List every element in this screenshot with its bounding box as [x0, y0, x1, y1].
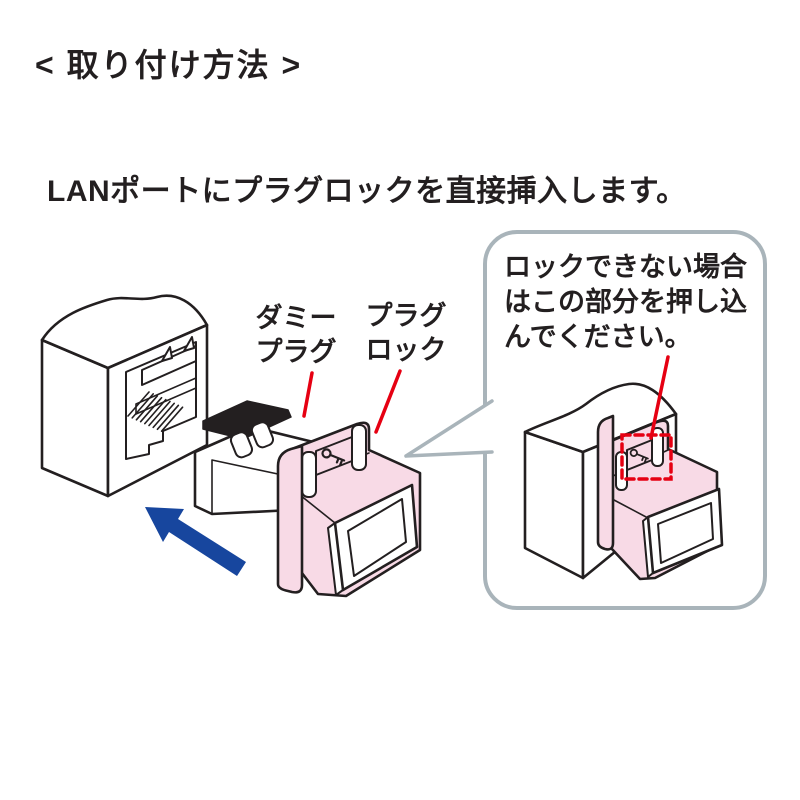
bezel-inner: [347, 498, 407, 577]
mini-port-left-face: [523, 430, 585, 580]
callout-line2: はこの部分を押し込: [504, 287, 747, 317]
bezel-outer: [333, 483, 419, 592]
lock-pin-right: [351, 424, 367, 471]
inserted-state-diagram: [523, 355, 724, 581]
key-icon: [321, 448, 346, 466]
lock-front-plate: [276, 444, 304, 594]
push-area-leader-line: [649, 355, 670, 440]
callout-line3: んでください。: [504, 322, 692, 352]
callout-line1: ロックできない場合: [504, 252, 747, 282]
lan-port-top-face-torn-edge: [40, 294, 209, 370]
dummy-plug-label-line1: ダミー: [255, 303, 337, 333]
page-title: < 取り付け方法 >: [35, 47, 303, 83]
mini-bezel-outer: [646, 487, 724, 575]
jack-tooth-1: [161, 346, 173, 362]
latch-tab-1: [229, 431, 254, 459]
dummy-plug-leader-line: [302, 371, 314, 418]
push-area-highlight: [620, 433, 673, 481]
callout-balloon: [404, 230, 767, 610]
callout-text: ロックできない場合 はこの部分を押し込 んでください。: [504, 250, 747, 355]
jack-tooth-2: [183, 336, 195, 352]
mini-lock-pin-right: [651, 427, 664, 467]
mini-key-icon: [629, 448, 649, 463]
lock-pin-left: [301, 451, 317, 498]
mini-bezel-inner: [657, 502, 714, 564]
jack-shelf: [141, 345, 197, 386]
dummy-plug-label-line2: プラグ: [255, 337, 337, 367]
lan-port-box: [40, 294, 209, 498]
insert-direction-arrow: [145, 507, 246, 576]
plug-lock-label: プラグ ロック: [358, 299, 454, 367]
dummy-plug-label: ダミー プラグ: [248, 301, 344, 369]
plug-lock-label-line2: ロック: [365, 335, 447, 365]
instruction-text: LANポートにプラグロックを直接挿入します。: [47, 175, 687, 208]
dummy-plug: [202, 400, 292, 440]
rj45-contacts: [127, 391, 184, 432]
callout-tail: [404, 399, 494, 458]
plug-lock-leader-line: [374, 369, 402, 434]
plug-lock-device: [193, 400, 422, 598]
latch-tab-2: [250, 421, 275, 449]
mini-front-plate: [596, 414, 615, 551]
plug-lock-label-line1: プラグ: [365, 301, 447, 331]
